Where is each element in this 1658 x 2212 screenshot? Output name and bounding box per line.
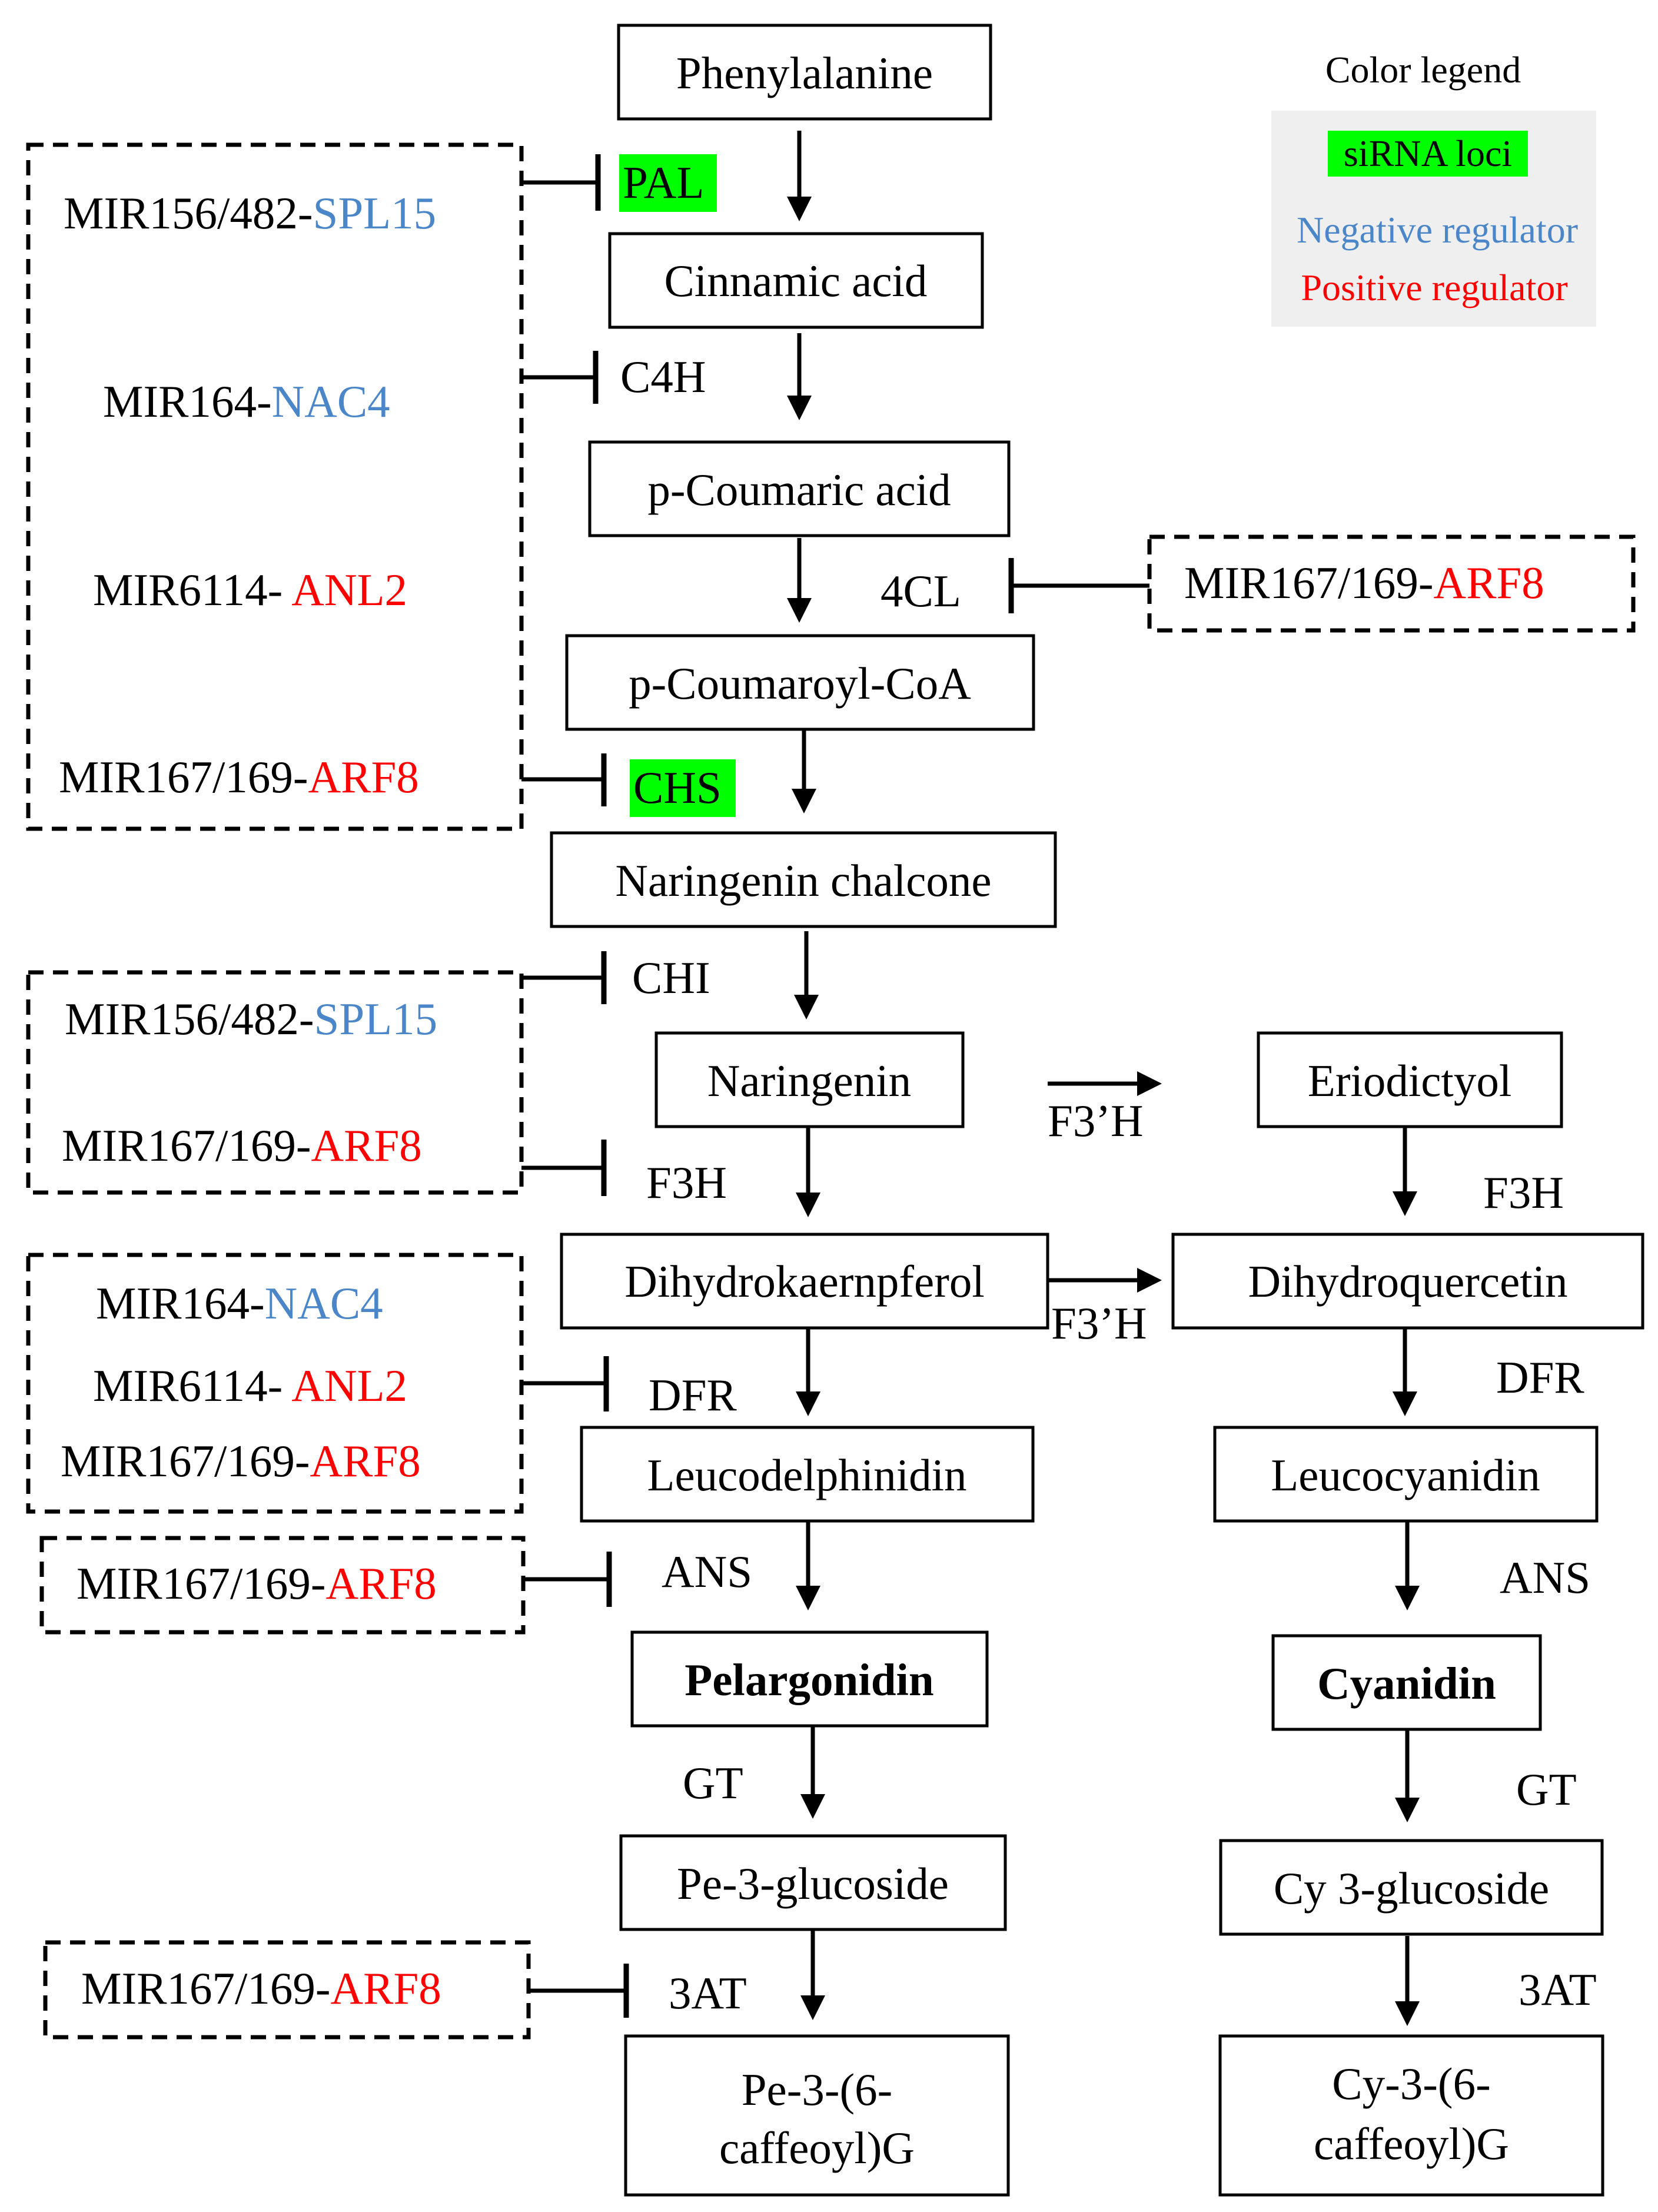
enzyme-chs: CHS: [633, 762, 722, 813]
node-cinnamic-acid: Cinnamic acid: [608, 232, 984, 329]
enzyme-3at-right: 3AT: [1519, 1964, 1597, 2015]
node-cy-3-glucoside: Cy 3-glucoside: [1219, 1839, 1604, 1936]
svg-text:Naringenin: Naringenin: [707, 1055, 911, 1106]
regulator-group-4cl: [1147, 534, 1636, 633]
inhibition-pal: [521, 154, 601, 211]
node-pe-3-glucoside: Pe-3-glucoside: [619, 1834, 1007, 1931]
svg-text:caffeoyl)G: caffeoyl)G: [1314, 2118, 1509, 2169]
svg-text:p-Coumaric acid: p-Coumaric acid: [647, 464, 951, 515]
inhibition-chi: [521, 951, 607, 1004]
svg-text:Dihydroquercetin: Dihydroquercetin: [1248, 1256, 1567, 1307]
node-pelargonidin: Pelargonidin: [630, 1630, 989, 1728]
inhibition-c4h: [521, 351, 599, 404]
inhibition-dfr: [521, 1356, 609, 1411]
enzyme-ans-right: ANS: [1500, 1552, 1590, 1603]
node-pe-3-6-caffeoyl-g: Pe-3-(6- caffeoyl)G: [624, 2034, 1010, 2197]
node-eriodictyol: Eriodictyol: [1257, 1031, 1563, 1128]
regulator-spl15-2: MIR156/482-SPL15: [65, 994, 437, 1044]
svg-text:p-Coumaroyl-CoA: p-Coumaroyl-CoA: [629, 658, 971, 709]
inhibition-4cl: [1008, 558, 1149, 613]
svg-text:caffeoyl)G: caffeoyl)G: [719, 2123, 915, 2173]
regulator-anl2-1: MIR6114- ANL2: [93, 564, 407, 615]
svg-text:Phenylalanine: Phenylalanine: [676, 48, 933, 98]
enzyme-dfr-right: DFR: [1496, 1352, 1584, 1403]
inhibition-f3h: [521, 1140, 607, 1196]
regulator-nac4-3: MIR164-NAC4: [96, 1278, 383, 1328]
regulator-arf8-4: MIR167/169-ARF8: [77, 1558, 437, 1609]
svg-text:Cyanidin: Cyanidin: [1317, 1658, 1496, 1709]
color-legend: Color legend siRNA loci Negative regulat…: [1271, 49, 1596, 327]
enzyme-4cl: 4CL: [880, 566, 961, 616]
svg-text:Dihydrokaernpferol: Dihydrokaernpferol: [624, 1256, 985, 1307]
node-phenylalanine: Phenylalanine: [617, 24, 992, 121]
node-p-coumaroyl-coa: p-Coumaroyl-CoA: [565, 634, 1035, 731]
node-cyanidin: Cyanidin: [1271, 1634, 1542, 1731]
node-dihydroquercetin: Dihydroquercetin: [1171, 1233, 1644, 1330]
legend-negative-label: Negative regulator: [1297, 209, 1578, 251]
pal-sirna-highlight: [619, 154, 717, 212]
svg-text:Leucocyanidin: Leucocyanidin: [1271, 1450, 1540, 1500]
regulator-arf8-3: MIR167/169-ARF8: [61, 1436, 421, 1486]
svg-text:Pe-3-(6-: Pe-3-(6-: [742, 2064, 893, 2115]
svg-text:Cy-3-(6-: Cy-3-(6-: [1332, 2058, 1490, 2109]
svg-text:Leucodelphinidin: Leucodelphinidin: [647, 1450, 966, 1500]
regulator-anl2-3: MIR6114- ANL2: [93, 1360, 407, 1411]
svg-text:Naringenin chalcone: Naringenin chalcone: [615, 855, 991, 906]
legend-sirna-highlight: [1328, 131, 1528, 177]
enzyme-dfr: DFR: [649, 1370, 737, 1420]
legend-title: Color legend: [1325, 49, 1521, 91]
enzyme-pal: PAL: [623, 157, 704, 208]
svg-text:Cy 3-glucoside: Cy 3-glucoside: [1274, 1863, 1549, 1914]
legend-sirna-label: siRNA loci: [1344, 132, 1512, 174]
enzyme-c4h: C4H: [620, 351, 706, 402]
chs-sirna-highlight: [630, 759, 736, 817]
regulator-group-2: [26, 970, 524, 1195]
svg-text:Pelargonidin: Pelargonidin: [685, 1655, 934, 1705]
node-leucodelphinidin: Leucodelphinidin: [580, 1426, 1035, 1523]
enzyme-gt: GT: [683, 1758, 743, 1808]
svg-text:Cinnamic acid: Cinnamic acid: [664, 255, 928, 306]
node-leucocyanidin: Leucocyanidin: [1213, 1426, 1599, 1523]
regulator-arf8-1: MIR167/169-ARF8: [59, 752, 419, 802]
regulator-arf8-4cl: MIR167/169-ARF8: [1184, 557, 1544, 608]
node-cy-3-6-caffeoyl-g: Cy-3-(6- caffeoyl)G: [1218, 2034, 1604, 2197]
node-dihydrokaempferol: Dihydrokaernpferol: [560, 1233, 1049, 1330]
node-naringenin-chalcone: Naringenin chalcone: [550, 831, 1057, 928]
svg-text:Pe-3-glucoside: Pe-3-glucoside: [677, 1858, 949, 1909]
enzyme-3at: 3AT: [669, 1968, 747, 2018]
inhibition-3at: [529, 1964, 629, 2018]
inhibition-chs: [521, 753, 607, 806]
regulator-arf8-5: MIR167/169-ARF8: [81, 1963, 441, 2014]
regulator-spl15-1: MIR156/482-SPL15: [64, 188, 436, 238]
inhibition-ans: [523, 1552, 612, 1607]
enzyme-f3ph-top: F3’H: [1048, 1095, 1144, 1146]
enzyme-gt-right: GT: [1516, 1764, 1577, 1815]
legend-positive-label: Positive regulator: [1301, 267, 1567, 308]
node-p-coumaric-acid: p-Coumaric acid: [588, 440, 1011, 537]
enzyme-f3ph-mid: F3’H: [1051, 1298, 1147, 1349]
node-naringenin: Naringenin: [654, 1031, 965, 1128]
regulator-nac4-1: MIR164-NAC4: [103, 376, 390, 427]
regulator-group-1: [26, 142, 524, 831]
enzyme-f3h: F3H: [646, 1157, 727, 1208]
enzyme-chi: CHI: [632, 952, 710, 1003]
enzyme-f3h-right: F3H: [1483, 1167, 1564, 1218]
svg-text:Eriodictyol: Eriodictyol: [1308, 1055, 1511, 1106]
enzyme-ans: ANS: [662, 1546, 752, 1597]
regulator-arf8-2: MIR167/169-ARF8: [62, 1120, 422, 1171]
regulator-group-4: [39, 1536, 526, 1635]
